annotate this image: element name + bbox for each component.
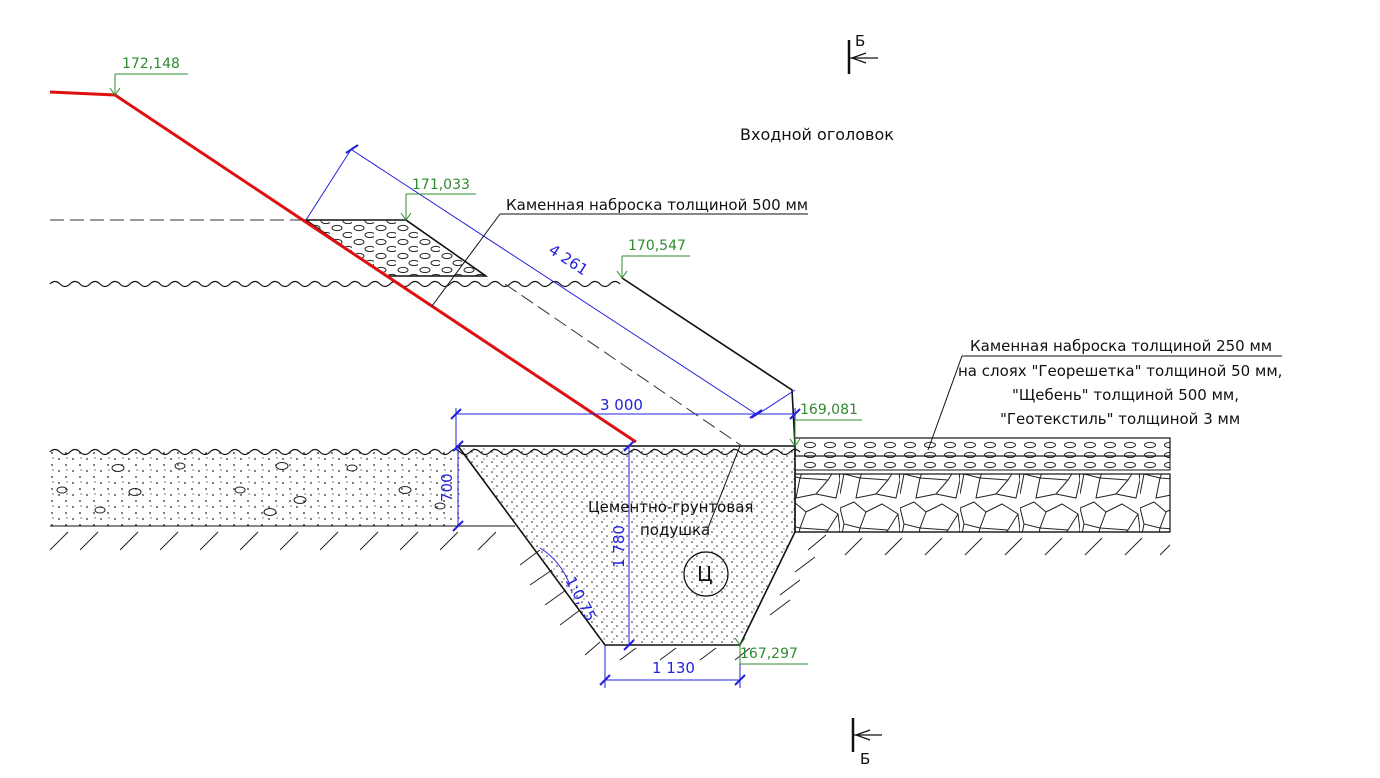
- dim-bottom-width: [599, 645, 746, 688]
- elevation-1-text: 172,148: [122, 56, 180, 72]
- cushion-symbol-text: Ц: [697, 562, 713, 586]
- elevation-mark-5: [734, 637, 808, 665]
- dim-trench-depth-text: 1 780: [610, 525, 628, 568]
- crushed-stone-layer: [794, 473, 1171, 533]
- svg-text:Б: Б: [860, 750, 870, 768]
- dim-trench-depth: [623, 440, 635, 651]
- soil-layer-left: [50, 452, 460, 526]
- georeshetka-layer: [794, 455, 1171, 471]
- dim-cushion-height-text: 700: [438, 473, 456, 502]
- dim-slope-ratio-arc: [539, 547, 571, 586]
- elevation-mark-3: [616, 255, 690, 279]
- ground-hatching: [49, 531, 1171, 661]
- soil-pebbles-left: [56, 462, 446, 516]
- elevation-2-text: 171,033: [412, 177, 470, 193]
- note-rock-250-line4: "Геотекстиль" толщиной 3 мм: [1000, 410, 1240, 428]
- note-rock-250-line1: Каменная наброска толщиной 250 мм: [970, 337, 1272, 355]
- elevation-4-text: 169,081: [800, 402, 858, 418]
- note-rock-500: Каменная наброска толщиной 500 мм: [506, 196, 808, 214]
- section-mark-top: Б: [847, 32, 878, 74]
- dim-bottom-width-text: 1 130: [652, 659, 695, 677]
- note-cushion-line1: Цементно-грунтовая: [588, 498, 753, 516]
- leader-cushion: [707, 445, 741, 529]
- elevation-mark-2: [400, 193, 476, 221]
- drawing-title: Входной оголовок: [740, 125, 894, 144]
- leader-rock-250: [927, 355, 1282, 451]
- wavy-surface-upper: [49, 280, 621, 288]
- dim-slope-length-text: 4 261: [545, 241, 591, 279]
- slope-outline: [405, 219, 487, 277]
- note-cushion-line2: подушка: [640, 521, 710, 539]
- elevation-mark-1: [109, 73, 188, 96]
- svg-text:Б: Б: [855, 32, 865, 50]
- dim-slope-length: [305, 144, 796, 419]
- cushion-symbol-circle: [683, 551, 729, 597]
- note-rock-250-line2: на слоях "Георешетка" толщиной 50 мм,: [958, 362, 1282, 380]
- headwall-outline: [621, 277, 796, 447]
- dim-cushion-height: [452, 440, 464, 532]
- note-rock-250-line3: "Щебень" толщиной 500 мм,: [1012, 386, 1239, 404]
- elevation-3-text: 170,547: [628, 238, 686, 254]
- section-mark-bottom: Б: [851, 718, 882, 768]
- rock-layer-250: [794, 437, 1171, 457]
- red-slope-line: [49, 90, 637, 444]
- wavy-surface-lower: [49, 448, 801, 456]
- dim-horizontal: [450, 408, 801, 450]
- elevation-5-text: 167,297: [740, 646, 798, 662]
- rock-riprap-500: [303, 219, 489, 277]
- dim-horizontal-text: 3 000: [600, 396, 643, 414]
- elevation-mark-4: [789, 419, 862, 447]
- leader-rock-500: [431, 213, 808, 307]
